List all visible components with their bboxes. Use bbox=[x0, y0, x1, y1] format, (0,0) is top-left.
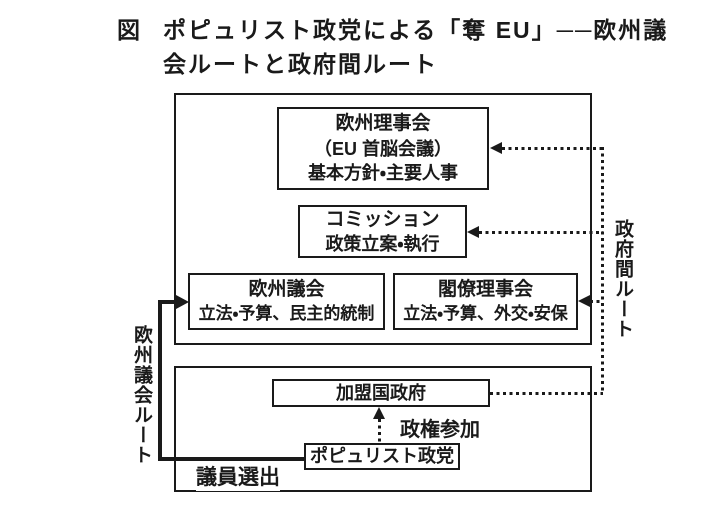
dotted-line-to-council-of-ministers bbox=[590, 300, 603, 303]
box-european-parliament: 欧州議会 立法・予算、民主的統制 bbox=[188, 273, 385, 330]
label-intergovernmental-route: 政府間ルート bbox=[612, 219, 633, 339]
box-council-of-ministers: 閣僚理事会 立法・予算、外交・安保 bbox=[393, 273, 578, 330]
box-commission: コミッション 政策立案・執行 bbox=[298, 205, 467, 258]
intergov-route-vertical-dotted-line bbox=[601, 147, 604, 394]
council-of-ministers-name: 閣僚理事会 bbox=[437, 279, 533, 301]
box-member-state-government: 加盟国政府 bbox=[272, 379, 490, 407]
dotted-line-to-european-council bbox=[502, 147, 603, 150]
national-level-frame bbox=[174, 366, 592, 492]
arrowhead-to-commission bbox=[467, 226, 479, 238]
box-european-council: 欧州理事会 （EU 首脳会議） 基本方針・主要人事 bbox=[277, 107, 489, 190]
arrowhead-to-european-council bbox=[490, 142, 502, 154]
arrowhead-to-european-parliament bbox=[176, 295, 189, 309]
figure-label: 図 bbox=[117, 17, 142, 43]
commission-name: コミッション bbox=[325, 208, 440, 230]
european-parliament-functions: 立法・予算、民主的統制 bbox=[198, 303, 375, 323]
arrowhead-government-participation bbox=[373, 407, 385, 419]
commission-functions: 政策立案・執行 bbox=[325, 234, 440, 255]
label-parliament-route: 欧州議会ルート bbox=[131, 325, 152, 465]
european-council-functions: 基本方針・主要人事 bbox=[307, 163, 459, 184]
parliament-route-top-segment bbox=[158, 300, 177, 304]
populist-party-name: ポピュリスト政党 bbox=[310, 446, 454, 467]
figure-title-line1: ポピュリスト政党による「奪 EU」──欧州議 bbox=[163, 17, 669, 43]
dotted-line-government-participation bbox=[378, 419, 381, 443]
label-member-election: 議員選出 bbox=[196, 461, 280, 491]
dotted-line-from-member-government bbox=[490, 392, 603, 395]
eu-institutions-frame bbox=[174, 93, 592, 345]
european-council-name: 欧州理事会 bbox=[335, 113, 431, 135]
council-of-ministers-functions: 立法・予算、外交・安保 bbox=[403, 303, 568, 323]
box-populist-party: ポピュリスト政党 bbox=[304, 443, 460, 470]
figure-title-line2: 会ルートと政府間ルート bbox=[163, 51, 438, 77]
member-state-government-name: 加盟国政府 bbox=[336, 382, 426, 403]
label-government-participation: 政権参加 bbox=[400, 413, 480, 442]
european-parliament-name: 欧州議会 bbox=[248, 279, 325, 301]
arrowhead-to-council-of-ministers bbox=[578, 295, 590, 307]
dotted-line-to-commission bbox=[479, 231, 603, 234]
parliament-route-bottom-segment bbox=[158, 457, 304, 461]
european-council-subtitle: （EU 首脳会議） bbox=[313, 139, 452, 160]
parliament-route-vertical-segment bbox=[158, 300, 162, 461]
